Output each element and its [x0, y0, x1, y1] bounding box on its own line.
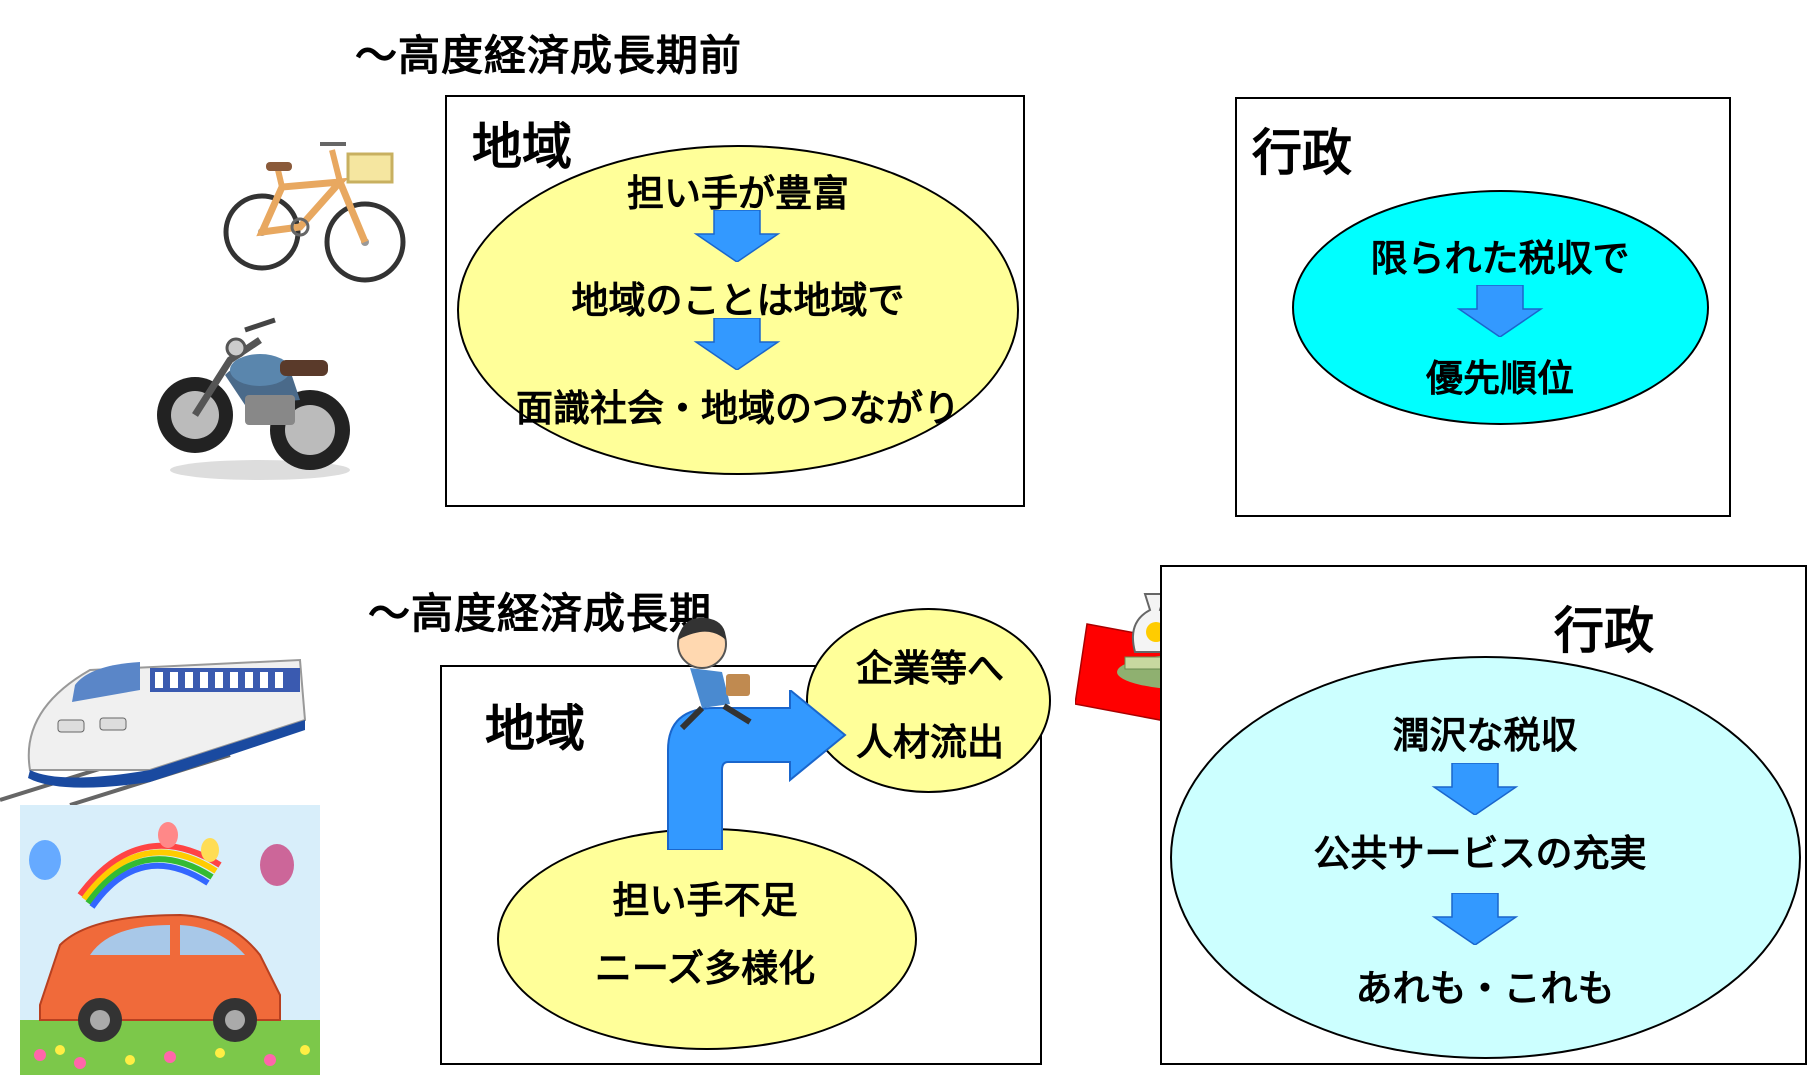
region-step-3: 面識社会・地域のつながり — [516, 387, 960, 430]
region-step-1: 担い手が豊富 — [627, 172, 849, 215]
top-region-ellipse — [457, 145, 1019, 475]
down-arrow-icon — [1431, 763, 1519, 815]
bullet-train-icon — [0, 658, 307, 807]
bottom-region-ellipse — [497, 828, 917, 1050]
down-arrow-icon — [1456, 285, 1544, 337]
running-man-icon — [677, 617, 752, 731]
down-arrow-icon — [1431, 893, 1519, 945]
outflow-line-1: 企業等へ — [856, 647, 1004, 690]
gov-step-2: 優先順位 — [1426, 357, 1574, 400]
outflow-line-2: 人材流出 — [856, 721, 1004, 764]
region-issue-1: 担い手不足 — [612, 879, 798, 922]
region-step-2: 地域のことは地域で — [571, 279, 905, 322]
car-balloons-icon — [20, 805, 320, 1075]
top-section-title: ～高度経済成長期前 — [355, 31, 743, 80]
bicycle-icon — [223, 142, 406, 283]
region-issue-2: ニーズ多様化 — [594, 947, 816, 990]
bottom-region-label: 地域 — [485, 700, 585, 758]
bottom-gov-ellipse — [1170, 656, 1801, 1059]
outflow-ellipse — [806, 608, 1051, 793]
gov-step-1: 限られた税収で — [1370, 237, 1630, 280]
motorcycle-icon — [157, 317, 350, 480]
outflow-arrow-icon — [667, 690, 847, 850]
down-arrow-icon — [693, 318, 781, 370]
bottom-gov-label: 行政 — [1554, 602, 1654, 660]
bottom-section-title: ～高度経済成長期 — [368, 589, 713, 638]
top-region-label: 地域 — [472, 118, 572, 176]
top-gov-label: 行政 — [1252, 124, 1352, 182]
gov-growth-step-3: あれも・これも — [1355, 967, 1615, 1010]
down-arrow-icon — [693, 210, 781, 262]
gov-growth-step-2: 公共サービスの充実 — [1313, 832, 1647, 875]
gov-growth-step-1: 潤沢な税収 — [1392, 714, 1578, 757]
